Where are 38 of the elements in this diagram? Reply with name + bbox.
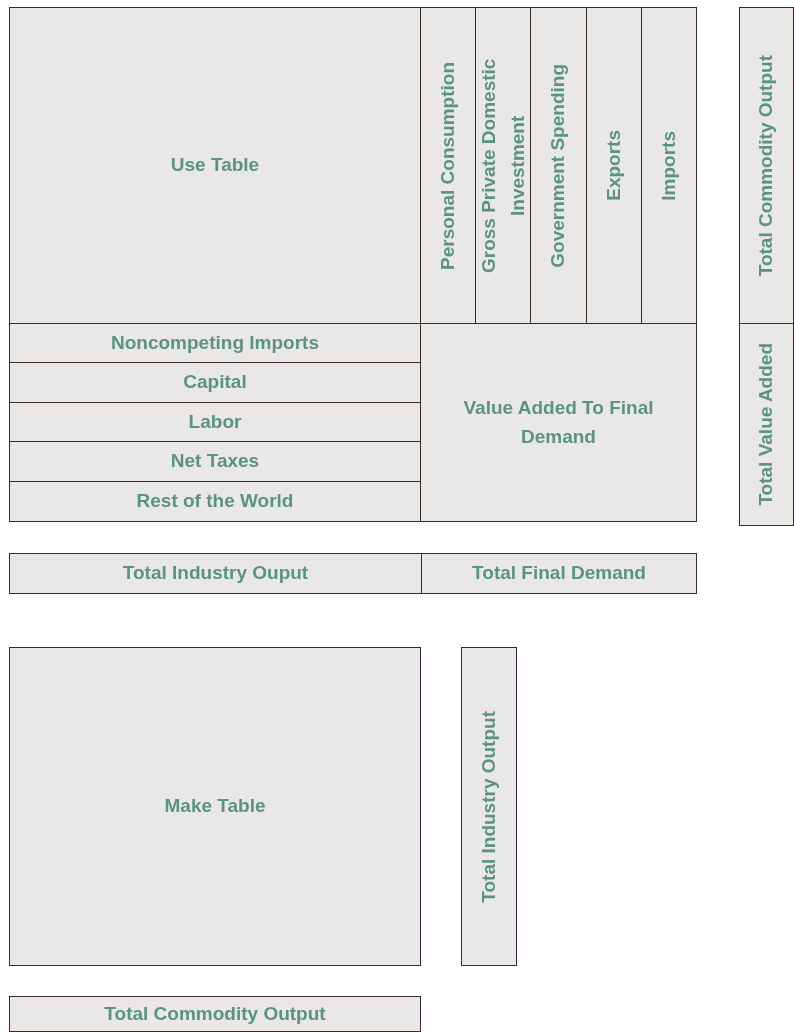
region-label: Value Added To Final Demand (462, 396, 655, 449)
region-label: Use Table (170, 153, 260, 178)
region-label: Total Industry Output (476, 710, 500, 903)
table-region-box (9, 481, 421, 522)
table-region-box (420, 323, 697, 522)
table-region-box (9, 441, 421, 482)
region-label: Total Commodity Output (104, 1001, 326, 1026)
table-region-box (9, 647, 421, 966)
region-label: Gross Private Domestic Investment (476, 57, 528, 275)
table-region-box (9, 323, 421, 363)
region-label: Total Final Demand (472, 561, 646, 586)
region-label: Exports (601, 130, 625, 201)
table-region-box (739, 7, 794, 324)
table-region-box (9, 553, 422, 594)
region-label: Capital (183, 370, 247, 395)
table-region-box (586, 7, 642, 324)
region-label: Imports (656, 130, 680, 201)
table-region-box (9, 7, 421, 324)
table-region-box (530, 7, 587, 324)
region-label: Net Taxes (170, 449, 260, 474)
table-region-box (739, 323, 794, 526)
region-label: Government Spending (546, 63, 570, 268)
region-label: Total Industry Ouput (122, 561, 309, 586)
table-region-box (475, 7, 531, 324)
region-label: Personal Consumption (435, 61, 459, 270)
region-label: Rest of the World (136, 489, 294, 514)
table-region-box (420, 7, 476, 324)
region-label: Labor (188, 409, 242, 434)
table-region-box (461, 647, 517, 966)
region-label: Total Commodity Output (754, 54, 778, 277)
table-region-box (641, 7, 697, 324)
region-label: Total Value Added (754, 343, 778, 506)
table-region-box (421, 553, 697, 594)
region-label: Noncompeting Imports (111, 330, 319, 355)
table-region-box (9, 402, 421, 442)
table-region-box (9, 996, 421, 1032)
table-region-box (9, 362, 421, 403)
region-label: Make Table (164, 794, 266, 819)
